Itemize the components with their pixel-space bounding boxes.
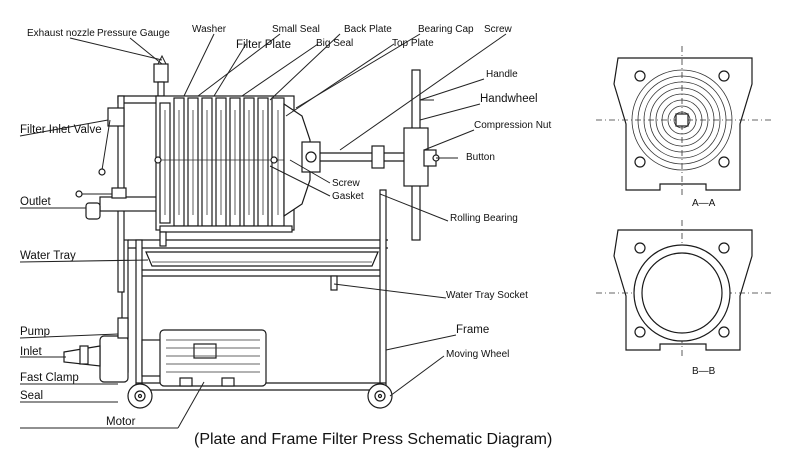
label-moving-wheel: Moving Wheel bbox=[446, 349, 509, 360]
label-button: Button bbox=[466, 152, 495, 163]
label-rolling-bearing: Rolling Bearing bbox=[450, 213, 518, 224]
label-filter-plate: Filter Plate bbox=[236, 39, 291, 51]
leader-lines bbox=[19, 33, 507, 429]
diagram-caption: (Plate and Frame Filter Press Schematic … bbox=[194, 431, 552, 448]
label-frame: Frame bbox=[456, 324, 489, 336]
handwheel-shape bbox=[403, 69, 440, 241]
label-handle: Handle bbox=[486, 69, 518, 80]
labels: Exhaust nozzle Pressure Gauge Washer Sma… bbox=[20, 24, 551, 428]
section-b-b: B—B bbox=[596, 220, 772, 377]
label-back-plate: Back Plate bbox=[344, 24, 392, 35]
filter-plate-pack bbox=[154, 95, 295, 247]
label-motor: Motor bbox=[106, 416, 136, 428]
wheel-right bbox=[367, 383, 393, 409]
label-top-plate: Top Plate bbox=[392, 38, 434, 49]
label-filter-inlet-valve: Filter Inlet Valve bbox=[20, 124, 102, 136]
label-fast-clamp: Fast Clamp bbox=[20, 372, 79, 384]
wheel-left bbox=[127, 383, 153, 409]
label-seal: Seal bbox=[20, 390, 43, 402]
water-tray-shape bbox=[145, 251, 379, 267]
label-small-seal: Small Seal bbox=[272, 24, 320, 35]
motor-shape bbox=[141, 329, 267, 387]
label-pressure-gauge: Pressure Gauge bbox=[97, 28, 170, 39]
label-exhaust-nozzle: Exhaust nozzle bbox=[27, 28, 95, 39]
label-gasket: Gasket bbox=[332, 191, 364, 202]
label-water-tray: Water Tray bbox=[20, 250, 76, 262]
label-washer: Washer bbox=[192, 24, 227, 35]
label-handwheel: Handwheel bbox=[480, 93, 538, 105]
label-section-a-a: A—A bbox=[692, 198, 716, 209]
label-inlet: Inlet bbox=[20, 346, 43, 358]
section-a-a: A—A bbox=[596, 46, 772, 209]
inlet-piping bbox=[75, 54, 169, 293]
label-screw-top: Screw bbox=[484, 24, 513, 35]
label-section-b-b: B—B bbox=[692, 366, 716, 377]
label-outlet: Outlet bbox=[20, 196, 51, 208]
filter-press-machine bbox=[63, 54, 440, 409]
label-screw-mid: Screw bbox=[332, 178, 361, 189]
label-pump: Pump bbox=[20, 326, 50, 338]
back-plate-assembly bbox=[283, 102, 321, 218]
label-compression-nut: Compression Nut bbox=[474, 120, 551, 131]
pump-shape bbox=[63, 317, 129, 383]
label-bearing-cap: Bearing Cap bbox=[418, 24, 474, 35]
label-big-seal: Big Seal bbox=[316, 38, 353, 49]
label-water-tray-socket: Water Tray Socket bbox=[446, 290, 528, 301]
water-tray-socket-shape bbox=[330, 275, 338, 291]
